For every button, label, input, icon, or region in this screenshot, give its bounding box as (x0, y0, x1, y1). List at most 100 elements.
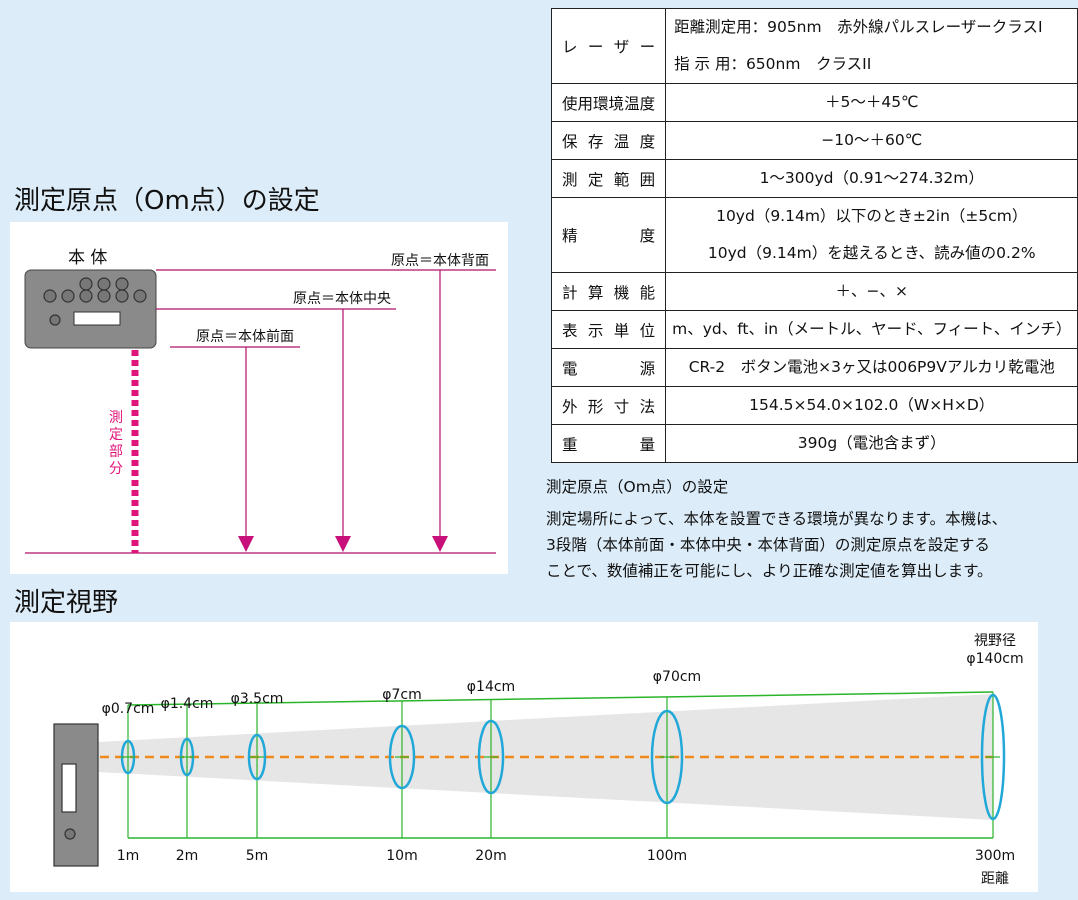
spec-label-char: レ (562, 38, 578, 56)
fov-guide-top (127, 691, 994, 706)
device-buttons (43, 277, 147, 326)
spec-value-line: 390g（電池含まず） (797, 434, 946, 452)
spec-label-char: 存 (587, 132, 604, 151)
origin-desc-line-3: ことで、数値補正を可能にし、より正確な測定値を算出します。 (546, 562, 993, 580)
spec-label: 保存温度 (550, 121, 667, 160)
device-window (61, 763, 77, 813)
distance-label: 2m (175, 848, 199, 864)
spec-label-char: 外 (562, 397, 578, 416)
spec-label-char: 位 (639, 321, 656, 340)
measure-part-label: 測定部分 (108, 410, 124, 478)
distance-label: 100m (646, 848, 688, 864)
diameter-label: φ1.4cm (160, 696, 214, 712)
spec-label-char: 重 (562, 435, 578, 454)
distance-footer: 距離 (981, 871, 1009, 887)
spec-label-char: 測 (562, 170, 578, 189)
spec-label-char: 用 (577, 94, 594, 113)
spec-label-char: 表 (562, 321, 578, 340)
spec-label-char: 算 (587, 283, 604, 302)
spec-label: 表示単位 (550, 310, 667, 349)
spec-label: 重量 (550, 424, 667, 463)
fov-diagram (53, 691, 1006, 867)
diameter-label: φ3.5cm (230, 691, 284, 707)
origin-desc-line-1: 測定場所によって、本体を設置できる環境が異なります。本機は、 (546, 510, 1008, 528)
origin-lines (25, 269, 496, 554)
diameter-label: φ70cm (652, 669, 702, 685)
measure-part-char: 定 (109, 427, 123, 443)
spec-label-char: 保 (562, 132, 578, 151)
diameter-label: φ14cm (466, 679, 516, 695)
device-lens (64, 828, 76, 840)
spec-value-line: ＋、−、× (835, 282, 908, 300)
spec-label-char: 寸 (613, 397, 630, 416)
arrow-heads (238, 536, 448, 552)
spec-value-line: −10〜＋60℃ (821, 131, 923, 149)
fov-ellipse (477, 719, 505, 795)
spec-label-char: 計 (562, 283, 578, 302)
measure-part-char: 分 (109, 461, 123, 477)
origin-desc-title: 測定原点（Om点）の設定 (546, 478, 729, 496)
origin-diagram (24, 269, 496, 554)
spec-value-line: 10yd（9.14m）を越えるとき、読み値の0.2% (707, 244, 1036, 262)
spec-row: 測定範囲 1〜300yd（0.91〜274.32m） (550, 159, 1078, 198)
spec-row: 表示単位 m、yd、ft、in（メートル、ヤード、フィート、インチ） (550, 310, 1078, 349)
distance-label: 10m (386, 848, 418, 864)
spec-value: 390g（電池含まず） (665, 424, 1078, 463)
spec-label-char: 範 (613, 170, 630, 189)
diameter-label: φ7cm (382, 687, 422, 703)
spec-label-char: 能 (639, 283, 656, 302)
spec-label-char: 温 (624, 94, 640, 113)
spec-value-line: 154.5×54.0×102.0（W×H×D） (749, 396, 995, 414)
spec-value-line: 1〜300yd（0.91〜274.32m） (759, 169, 984, 187)
spec-row: 保存温度 −10〜＋60℃ (550, 121, 1078, 160)
fov-ellipse (980, 693, 1006, 821)
fov-ellipse (650, 709, 684, 805)
distance-label: 1m (116, 848, 140, 864)
spec-value: 154.5×54.0×102.0（W×H×D） (665, 386, 1078, 425)
spec-label-char: 源 (639, 359, 656, 378)
spec-value: 1〜300yd（0.91〜274.32m） (665, 159, 1078, 198)
spec-value-line: 10yd（9.14m）以下のとき±2in（±5cm） (716, 207, 1028, 225)
spec-label-char: ー (587, 38, 604, 56)
origin-back-label: 原点＝本体背面 (391, 253, 489, 269)
fov-cone (98, 694, 993, 820)
spec-label-char: ー (639, 38, 656, 56)
spec-value: CR-2 ボタン電池×3ヶ又は006P9Vアルカリ乾電池 (665, 348, 1078, 387)
spec-label-char: 電 (562, 359, 578, 378)
spec-value: ＋、−、× (665, 272, 1078, 311)
spec-value: m、yd、ft、in（メートル、ヤード、フィート、インチ） (665, 310, 1078, 349)
spec-label-char: 単 (613, 321, 630, 340)
spec-label-char: 示 (587, 321, 604, 340)
spec-label-char: 度 (639, 132, 656, 151)
spec-value-line: m、yd、ft、in（メートル、ヤード、フィート、インチ） (672, 320, 1072, 338)
origin-desc-line-2: 3段階（本体前面・本体中央・本体背面）の測定原点を設定する (546, 536, 990, 554)
fov-ellipse (388, 724, 416, 790)
spec-row: 電 源 CR-2 ボタン電池×3ヶ又は006P9Vアルカリ乾電池 (550, 348, 1078, 387)
distance-label: 300m (974, 848, 1016, 864)
origin-section-title: 測定原点（Om点）の設定 (14, 186, 320, 216)
distance-label: 20m (475, 848, 507, 864)
spec-label: 測定範囲 (550, 159, 667, 198)
fov-section-title: 測定視野 (14, 588, 119, 618)
spec-label-char: 環 (593, 94, 609, 113)
spec-label-char: 温 (613, 132, 630, 151)
spec-value-line: ＋5〜＋45℃ (824, 93, 919, 111)
spec-value: −10〜＋60℃ (665, 121, 1078, 160)
spec-value: ＋5〜＋45℃ (665, 83, 1078, 122)
spec-label-char: 機 (613, 283, 630, 302)
origin-center-label: 原点＝本体中央 (293, 291, 391, 307)
spec-label-char: 度 (639, 227, 656, 245)
spec-value-line: 指 示 用：650nm クラスII (674, 55, 872, 73)
origin-diagram-panel: 本 体 原点＝本体背面 原点＝本体中央 原点＝本体前面 測定部分 (10, 222, 508, 574)
distance-label: 5m (245, 848, 269, 864)
spec-value-line: CR-2 ボタン電池×3ヶ又は006P9Vアルカリ乾電池 (688, 358, 1055, 376)
spec-label: 精度 (550, 197, 667, 273)
fov-diameter-max: φ140cm (966, 651, 1024, 667)
spec-label-char: 境 (608, 94, 625, 113)
spec-row: 重量 390g（電池含まず） (550, 424, 1078, 463)
spec-label: 使用環境温度 (550, 83, 667, 122)
